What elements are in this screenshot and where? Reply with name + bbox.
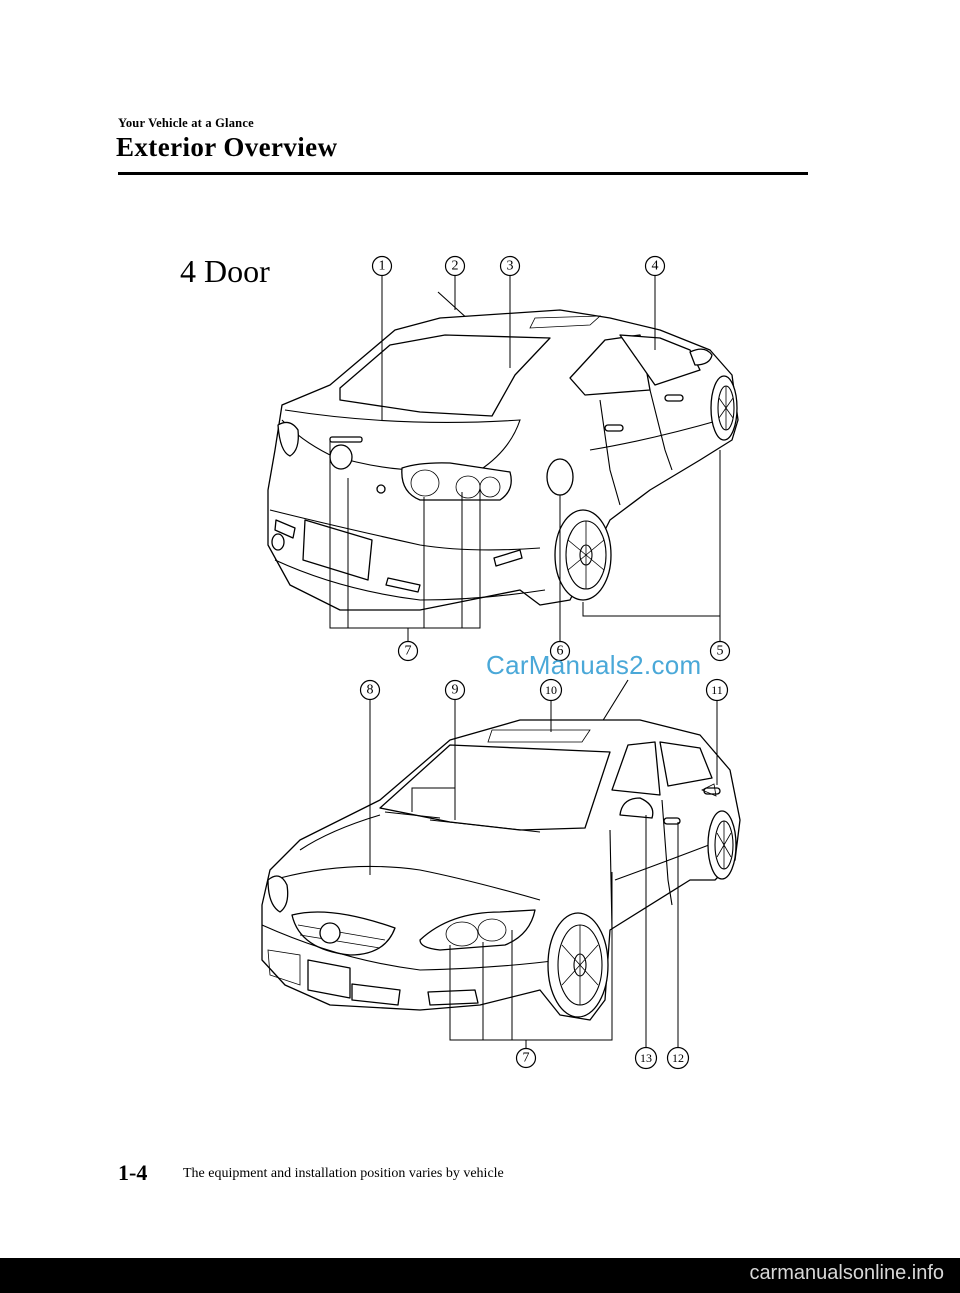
svg-text:7: 7 <box>405 644 412 659</box>
callout-2: 2 <box>444 255 466 277</box>
callout-13: 13 <box>634 1046 658 1070</box>
callout-7-front: 7 <box>515 1047 537 1069</box>
front-view-leaders <box>369 700 718 1048</box>
svg-text:9: 9 <box>452 683 459 698</box>
section-label: Your Vehicle at a Glance <box>118 116 254 130</box>
callout-4: 4 <box>644 255 666 277</box>
svg-text:8: 8 <box>367 683 374 698</box>
footer-watermark: carmanualsonline.info <box>749 1262 944 1284</box>
rear-view-car <box>267 291 739 611</box>
site-watermark: CarManuals2.com <box>486 650 702 680</box>
svg-text:4: 4 <box>652 259 659 274</box>
callout-11: 11 <box>705 678 729 702</box>
callout-7-rear: 7 <box>397 640 419 662</box>
footer-bar <box>0 1258 960 1293</box>
front-view-car <box>261 679 741 1021</box>
footer-note: The equipment and installation position … <box>183 1166 504 1181</box>
svg-text:1: 1 <box>379 259 386 274</box>
callout-8: 8 <box>359 679 381 701</box>
svg-text:12: 12 <box>672 1051 684 1065</box>
svg-text:7: 7 <box>523 1051 530 1066</box>
svg-text:3: 3 <box>507 259 514 274</box>
variant-label: 4 Door <box>180 253 270 289</box>
svg-text:13: 13 <box>640 1051 652 1065</box>
callout-9: 9 <box>444 679 466 701</box>
svg-text:6: 6 <box>557 644 564 659</box>
svg-text:2: 2 <box>452 259 459 274</box>
title-rule <box>118 172 808 175</box>
callout-1: 1 <box>371 255 393 277</box>
page-number: 1-4 <box>118 1160 148 1185</box>
callout-5: 5 <box>709 640 731 662</box>
callout-12: 12 <box>666 1046 690 1070</box>
rear-view-leaders <box>329 276 721 641</box>
page-title: Exterior Overview <box>116 132 338 162</box>
callout-6: 6 <box>549 640 571 662</box>
svg-text:5: 5 <box>717 644 724 659</box>
callout-10: 10 <box>539 678 563 702</box>
callout-3: 3 <box>499 255 521 277</box>
svg-text:11: 11 <box>711 683 723 697</box>
svg-text:10: 10 <box>545 683 557 697</box>
